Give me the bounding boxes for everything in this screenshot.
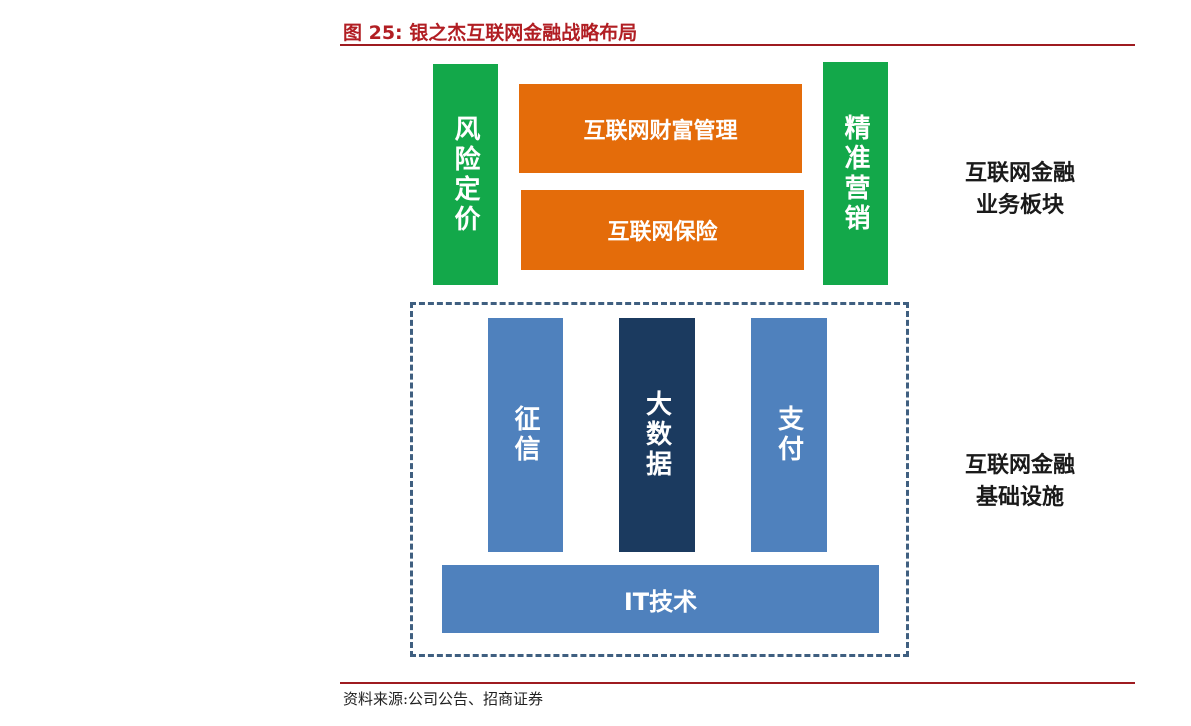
title-divider <box>340 44 1135 46</box>
infrastructure-layer-label: 互联网金融 基础设施 <box>945 450 1095 514</box>
precision-marketing-pillar: 精准营销 <box>823 62 888 285</box>
source-note: 资料来源:公司公告、招商证券 <box>343 690 544 708</box>
figure-title: 图 25: 银之杰互联网金融战略布局 <box>343 22 638 44</box>
it-technology-base: IT技术 <box>442 565 879 633</box>
source-divider <box>340 682 1135 684</box>
infrastructure-label-line1: 互联网金融 <box>964 453 1075 478</box>
business-label-line2: 业务板块 <box>975 193 1064 218</box>
wealth-management-box: 互联网财富管理 <box>519 84 802 173</box>
business-layer-label: 互联网金融 业务板块 <box>945 158 1095 222</box>
business-label-line1: 互联网金融 <box>964 161 1075 186</box>
infrastructure-dashed-frame <box>410 302 909 657</box>
big-data-pillar: 大数据 <box>619 318 695 552</box>
payment-pillar: 支付 <box>751 318 827 552</box>
insurance-box: 互联网保险 <box>521 190 804 270</box>
credit-reporting-pillar: 征信 <box>488 318 563 552</box>
risk-pricing-pillar: 风险定价 <box>433 64 498 285</box>
infrastructure-label-line2: 基础设施 <box>975 485 1064 510</box>
